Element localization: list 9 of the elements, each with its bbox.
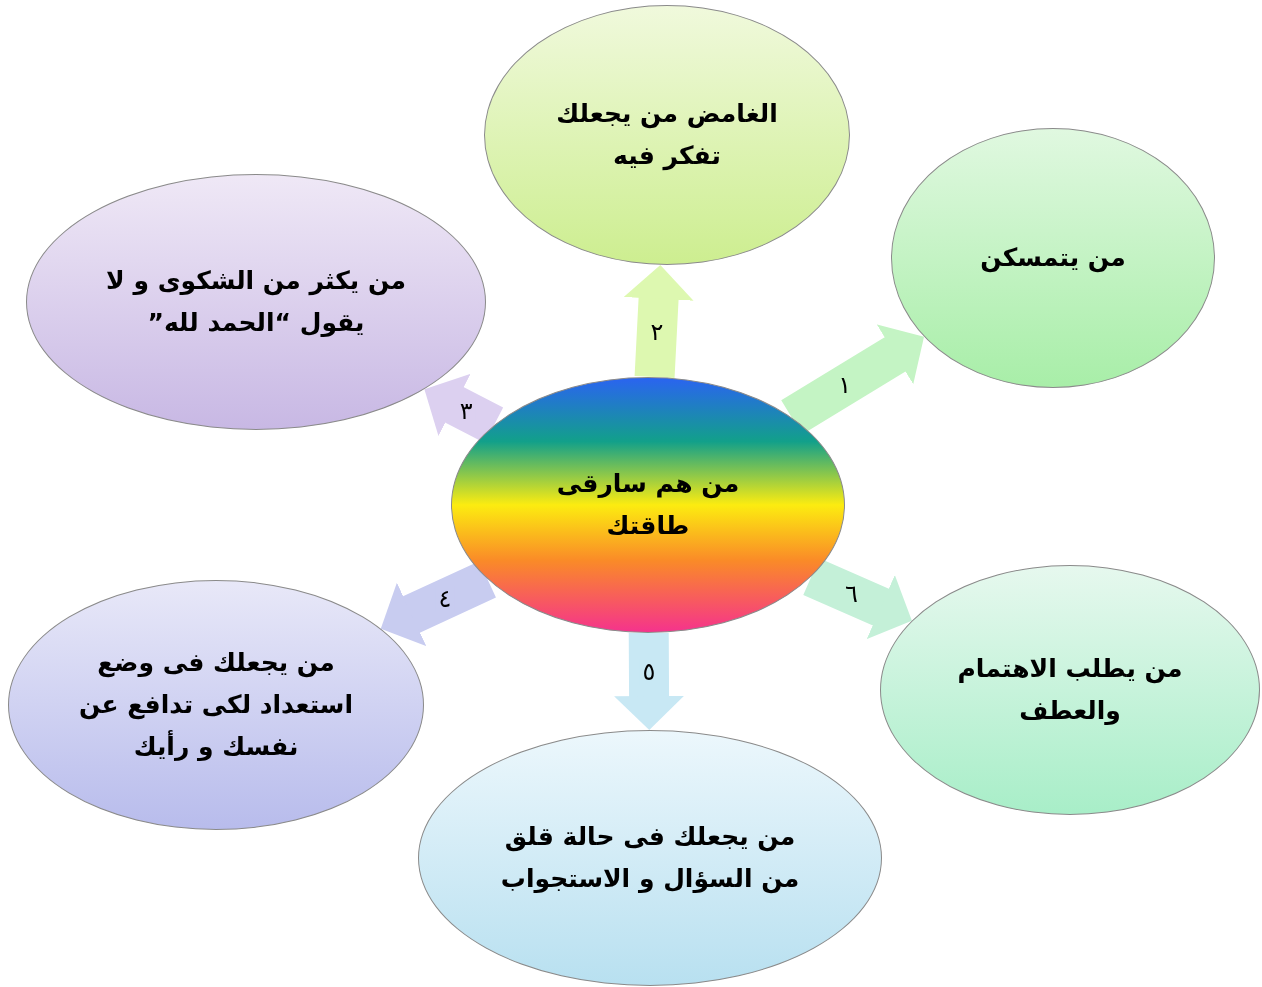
block-arrow	[614, 632, 685, 731]
topic-text: من هم سارقى طاقتك	[555, 468, 741, 542]
topic-text: الغامض من يجعلك تفكر فيه	[555, 98, 779, 173]
topic-text: من يكثر من الشكوى و لا يقول “الحمد لله”	[105, 265, 407, 339]
topic-text: من يطلب الاهتمام والعطف	[956, 653, 1184, 727]
topic-text: من يتمسكن	[979, 242, 1127, 275]
topic-text: من يجعلك فى حالة قلق من السؤال و الاستجواب	[499, 821, 801, 896]
topic-text: من يجعلك فى وضع استعداد لكى تدافع عن نفسك و رأيك	[77, 647, 355, 763]
block-arrow	[623, 263, 694, 379]
